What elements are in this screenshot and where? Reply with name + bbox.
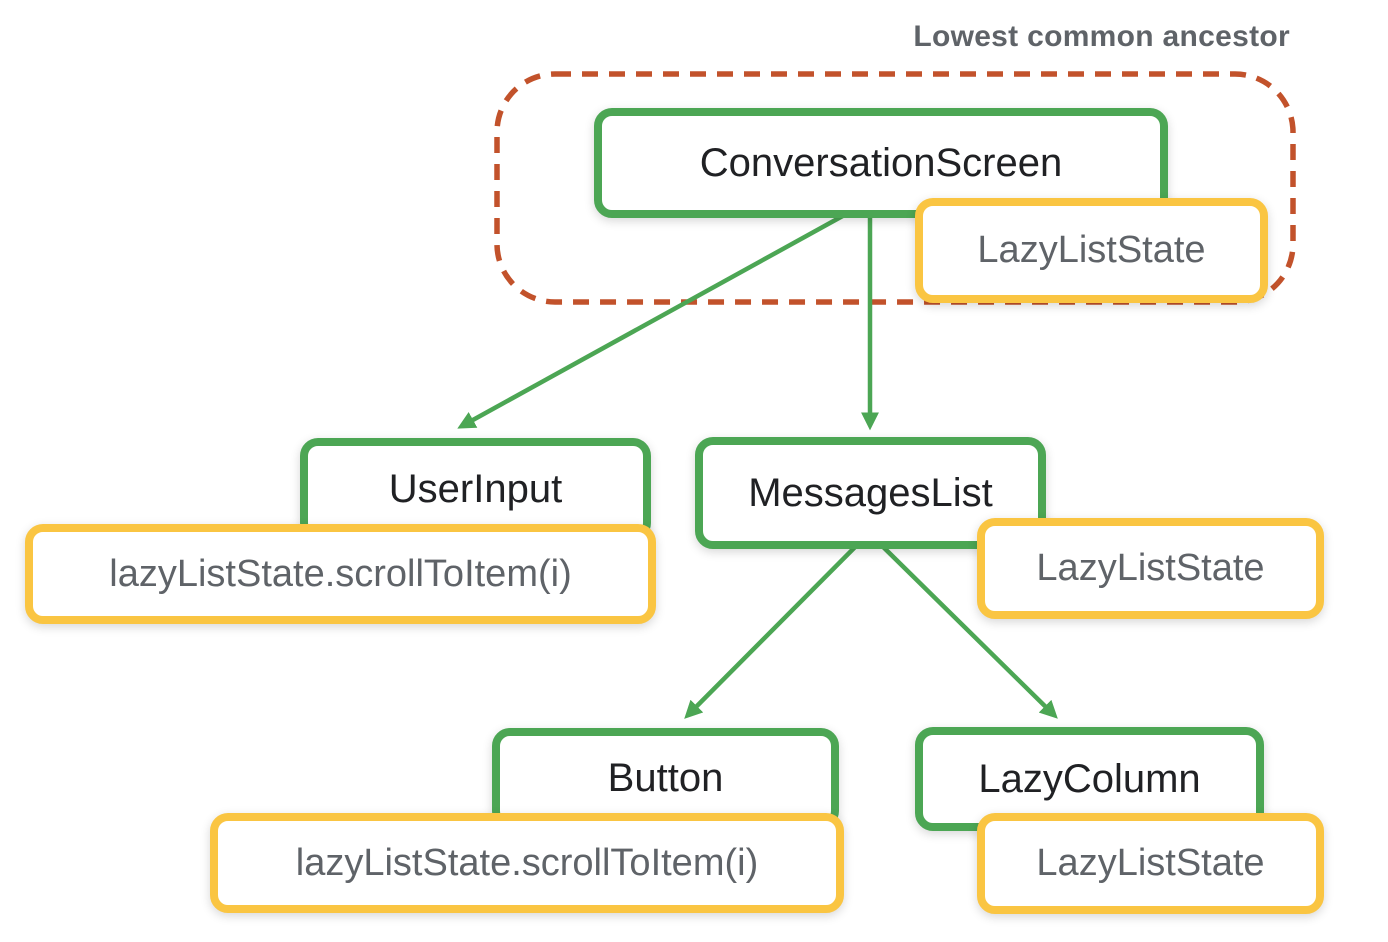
node-messages-list-label: MessagesList bbox=[748, 470, 993, 515]
call-box-button-label: lazyListState.scrollToItem(i) bbox=[295, 841, 759, 884]
state-box-messages-list-label: LazyListState bbox=[1036, 547, 1265, 589]
state-box-conversation-screen: LazyListState bbox=[915, 198, 1268, 303]
call-box-user-input: lazyListState.scrollToItem(i) bbox=[25, 524, 656, 624]
node-conversation-screen: ConversationScreen bbox=[594, 108, 1168, 218]
edge-messageslist-lazycolumn bbox=[867, 531, 1058, 719]
lowest-common-ancestor-label: Lowest common ancestor bbox=[913, 20, 1290, 53]
state-box-lazy-column: LazyListState bbox=[977, 813, 1324, 914]
call-box-button: lazyListState.scrollToItem(i) bbox=[210, 813, 844, 913]
node-button-label: Button bbox=[607, 756, 724, 800]
node-user-input: UserInput bbox=[300, 438, 651, 541]
node-conversation-screen-label: ConversationScreen bbox=[699, 140, 1063, 185]
lca-dashed-region bbox=[494, 71, 1296, 305]
node-lazy-column-label: LazyColumn bbox=[978, 756, 1201, 801]
edge-messageslist-button bbox=[684, 531, 871, 719]
edge-conversationscreen-userinput bbox=[457, 200, 870, 429]
state-box-messages-list: LazyListState bbox=[977, 518, 1324, 619]
state-box-conversation-screen-label: LazyListState bbox=[977, 229, 1206, 271]
call-box-user-input-label: lazyListState.scrollToItem(i) bbox=[109, 552, 572, 595]
node-user-input-label: UserInput bbox=[388, 467, 563, 511]
state-box-lazy-column-label: LazyListState bbox=[1036, 842, 1265, 884]
